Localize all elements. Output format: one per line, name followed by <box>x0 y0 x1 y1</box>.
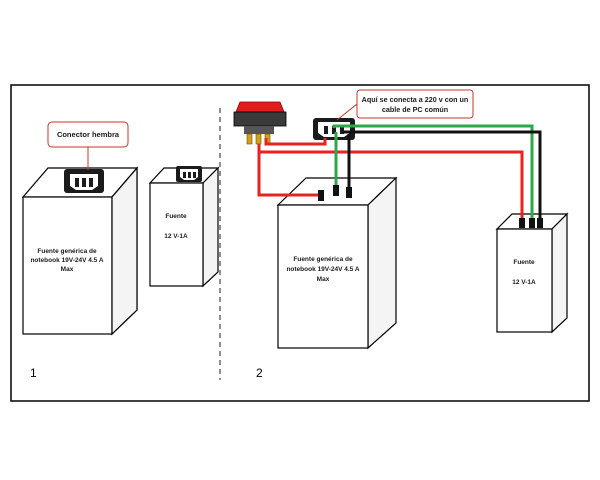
black-wire-small <box>343 130 542 222</box>
notebook-psu-label-2-line3: Max <box>317 276 330 283</box>
rocker-switch-icon <box>233 101 287 145</box>
small-psu-box-1 <box>148 166 220 288</box>
green-wire-small <box>332 124 534 222</box>
notebook-psu-label-1-line3: Max <box>61 266 74 273</box>
notebook-psu-label-1-line2: notebook 19V-24V 4.5 A <box>30 257 103 264</box>
small-psu-label-2-line2: 12 V-1A <box>512 279 536 286</box>
callout-connection-line2: cable de PC común <box>382 105 448 114</box>
notebook-psu-label-2-line1: Fuente genérica de <box>293 256 353 263</box>
notebook-psu-label-2-line2: notebook 19V-24V 4.5 A <box>286 266 359 273</box>
small-psu-label-2-line1: Fuente <box>513 259 535 266</box>
callout-female-connector-text: Conector hembra <box>57 130 120 139</box>
panel-number-2: 2 <box>256 366 263 380</box>
small-psu-terminals <box>519 218 543 228</box>
notebook-psu-label-1-line1: Fuente genérica de <box>37 248 97 255</box>
callout-female-connector: Conector hembra <box>47 121 129 170</box>
notebook-psu-terminals <box>318 185 352 201</box>
small-psu-box-2 <box>495 212 569 334</box>
notebook-psu-box-2 <box>276 176 398 350</box>
female-connector-icon <box>64 169 104 193</box>
red-wire-small <box>259 150 524 222</box>
small-psu-connector-icon <box>176 166 202 182</box>
panel-number-1: 1 <box>30 366 37 380</box>
callout-connection: Aquí se conecta a 220 v con un cable de … <box>336 89 474 121</box>
red-wire-inlet <box>264 138 327 146</box>
callout-connection-line1: Aquí se conecta a 220 v con un <box>362 95 469 104</box>
small-psu-label-1-line2: 12 V-1A <box>164 233 188 240</box>
small-psu-label-1-line1: Fuente <box>165 213 187 220</box>
wires <box>257 124 542 222</box>
